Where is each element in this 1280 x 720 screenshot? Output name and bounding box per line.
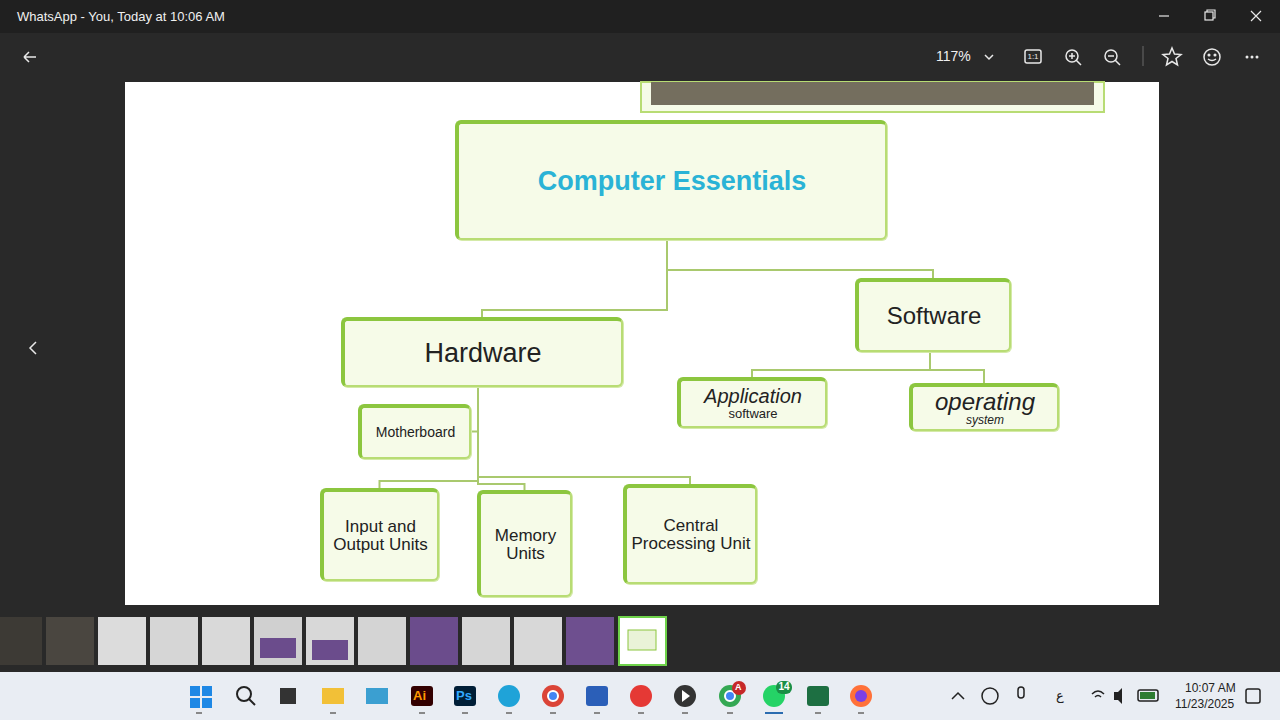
concept-box: Central Processing Unit xyxy=(623,484,757,584)
prev-arrow xyxy=(30,342,36,354)
viewer-background xyxy=(0,33,1280,672)
title-bar xyxy=(0,0,1280,33)
node-subtitle: software xyxy=(728,407,777,421)
ui-text: WhatsApp - You, Today at 10:06 AM xyxy=(17,9,225,24)
tree-connector xyxy=(471,387,478,432)
node-title: Application xyxy=(704,386,802,407)
concept-box: Software xyxy=(855,278,1011,352)
node-title: Software xyxy=(887,303,982,328)
tree-connector xyxy=(752,352,930,377)
concept-box: Computer Essentials xyxy=(455,120,887,240)
taskbar-icons xyxy=(190,681,1260,714)
ui-text: Ai xyxy=(413,688,426,703)
node-title: Central Processing Unit xyxy=(631,517,751,553)
toolbar-icons xyxy=(24,46,1220,66)
ui-text: 117% xyxy=(936,48,971,64)
ui-text: 10:07 AM xyxy=(1185,681,1236,695)
window-buttons xyxy=(1159,10,1261,21)
slide-image xyxy=(125,82,1159,605)
more-dots xyxy=(1246,56,1259,59)
node-title: Input and Output Units xyxy=(328,518,433,554)
node-title: Motherboard xyxy=(376,425,455,440)
node-title: operating xyxy=(935,389,1035,414)
concept-box: Motherboard xyxy=(358,404,471,459)
node-title: Memory Units xyxy=(485,527,566,563)
tree-connector xyxy=(482,240,667,317)
ui-text: ع xyxy=(1056,688,1064,703)
thumbnail-strip xyxy=(0,617,666,665)
concept-box: operatingsystem xyxy=(909,383,1059,431)
concept-box: Applicationsoftware xyxy=(677,377,827,428)
ui-text: Ps xyxy=(456,688,472,703)
ui-text: 1:1 xyxy=(1027,52,1039,61)
ui-text: 11/23/2025 xyxy=(1175,697,1234,711)
taskbar xyxy=(0,672,1280,720)
tree-connector xyxy=(478,387,690,484)
ui-text: 14 xyxy=(777,681,791,692)
cut-off-fill xyxy=(651,82,1094,105)
node-title: Hardware xyxy=(424,339,541,367)
tree-connector xyxy=(930,352,984,383)
concept-box: Memory Units xyxy=(477,490,572,597)
cut-off-box xyxy=(641,82,1104,112)
node-title: Computer Essentials xyxy=(538,167,807,195)
node-subtitle: system xyxy=(966,414,1004,427)
tree-connector xyxy=(667,240,933,278)
concept-box: Hardware xyxy=(341,317,623,387)
tree-connector xyxy=(478,387,525,490)
concept-box: Input and Output Units xyxy=(320,488,439,581)
ui-text: A xyxy=(735,682,742,692)
